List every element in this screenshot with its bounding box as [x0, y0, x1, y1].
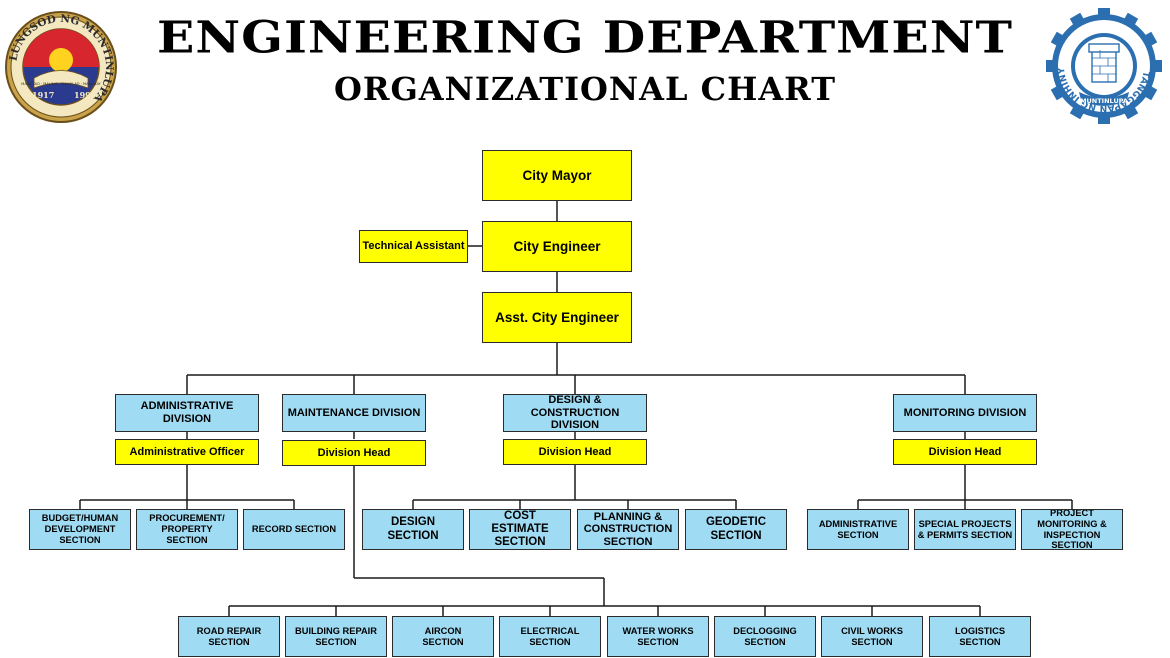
procurement-section-box: PROCUREMENT/ PROPERTY SECTION	[136, 509, 238, 550]
engineering-office-seal: TANGGAPAN NG INHINYERIA MUNTINLUPA	[1043, 6, 1162, 124]
geodetic-section-box: GEODETIC SECTION	[685, 509, 787, 550]
monitoring-admin-section-box: ADMINISTRATIVE SECTION	[807, 509, 909, 550]
seal-left-banner-text: MAKA TAO · MALINIS · MAUNLAD · MABUHAY	[21, 82, 101, 86]
seal-left-year-left: 1917	[32, 90, 54, 100]
civil-works-section-box: CIVIL WORKS SECTION	[821, 616, 923, 657]
logistics-section-box: LOGISTICS SECTION	[929, 616, 1031, 657]
building-repair-section-box: BUILDING REPAIR SECTION	[285, 616, 387, 657]
seal-right-banner-text: MUNTINLUPA	[1080, 97, 1128, 105]
cost-estimate-section-box: COST ESTIMATE SECTION	[469, 509, 571, 550]
city-mayor-box: City Mayor	[482, 150, 632, 201]
technical-assistant-box: Technical Assistant	[359, 230, 468, 263]
special-projects-section-box: SPECIAL PROJECTS & PERMITS SECTION	[914, 509, 1016, 550]
seal-left-year-right: 1995	[74, 90, 96, 100]
budget-hr-section-box: BUDGET/HUMAN DEVELOPMENT SECTION	[29, 509, 131, 550]
water-works-section-box: WATER WORKS SECTION	[607, 616, 709, 657]
design-section-box: DESIGN SECTION	[362, 509, 464, 550]
maintenance-division-head-box: Division Head	[282, 440, 426, 466]
electrical-section-box: ELECTRICAL SECTION	[499, 616, 601, 657]
design-division-head-box: Division Head	[503, 439, 647, 465]
road-repair-section-box: ROAD REPAIR SECTION	[178, 616, 280, 657]
chart-title: ENGINEERING DEPARTMENT	[156, 10, 1014, 64]
asst-city-engineer-box: Asst. City Engineer	[482, 292, 632, 343]
administrative-division-box: ADMINISTRATIVE DIVISION	[115, 394, 259, 432]
administrative-officer-box: Administrative Officer	[115, 439, 259, 465]
aircon-section-box: AIRCON SECTION	[392, 616, 494, 657]
maintenance-division-box: MAINTENANCE DIVISION	[282, 394, 426, 432]
record-section-box: RECORD SECTION	[243, 509, 345, 550]
muntinlupa-city-seal: LUNGSOD NG MUNTINLUPA 1917 1995 MAKA TAO…	[5, 11, 117, 123]
monitoring-division-head-box: Division Head	[893, 439, 1037, 465]
design-construction-division-box: DESIGN & CONSTRUCTION DIVISION	[503, 394, 647, 432]
city-engineer-box: City Engineer	[482, 221, 632, 272]
planning-construction-section-box: PLANNING & CONSTRUCTION SECTION	[577, 509, 679, 550]
declogging-section-box: DECLOGGING SECTION	[714, 616, 816, 657]
project-monitoring-section-box: PROJECT MONITORING & INSPECTION SECTION	[1021, 509, 1123, 550]
chart-subtitle: ORGANIZATIONAL CHART	[333, 70, 837, 108]
monitoring-division-box: MONITORING DIVISION	[893, 394, 1037, 432]
